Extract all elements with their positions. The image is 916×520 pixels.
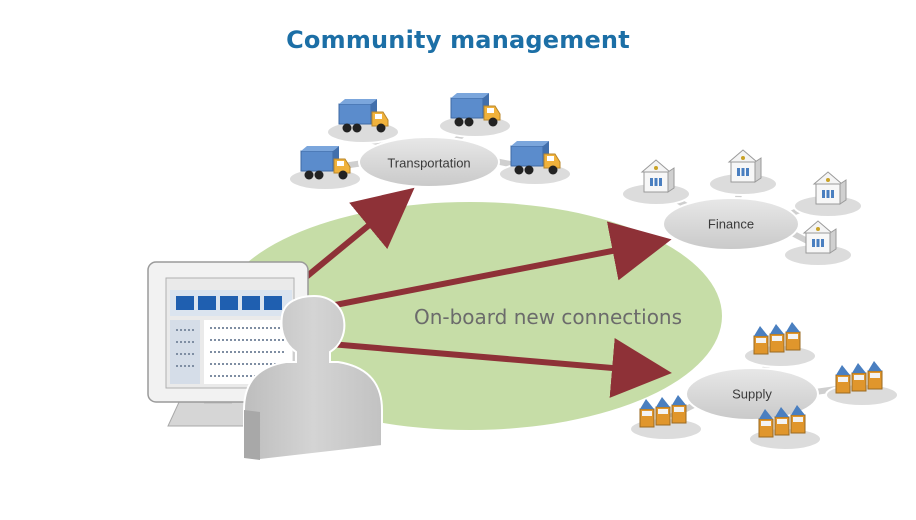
bank-icon (793, 171, 863, 218)
diagram-title: Community management (286, 26, 630, 54)
bank-icon (708, 149, 778, 196)
arrow-to-supply (329, 338, 672, 398)
factory-icon (825, 360, 899, 407)
transportation-hub: Transportation (288, 92, 572, 191)
center-label: On-board new connections (414, 305, 682, 329)
truck-icon (438, 92, 512, 138)
finance-label: Finance (708, 216, 754, 231)
supply-label: Supply (732, 386, 772, 401)
arrow-to-finance (329, 221, 672, 309)
bank-icon (621, 159, 691, 206)
truck-icon (326, 98, 400, 144)
factory-icon (743, 321, 817, 368)
supply-hub: Supply (629, 321, 899, 451)
arrow-to-transportation (298, 187, 415, 285)
connection-arrows (298, 187, 672, 398)
person-icon (243, 294, 383, 462)
transportation-label: Transportation (387, 155, 470, 170)
truck-icon (288, 145, 362, 191)
